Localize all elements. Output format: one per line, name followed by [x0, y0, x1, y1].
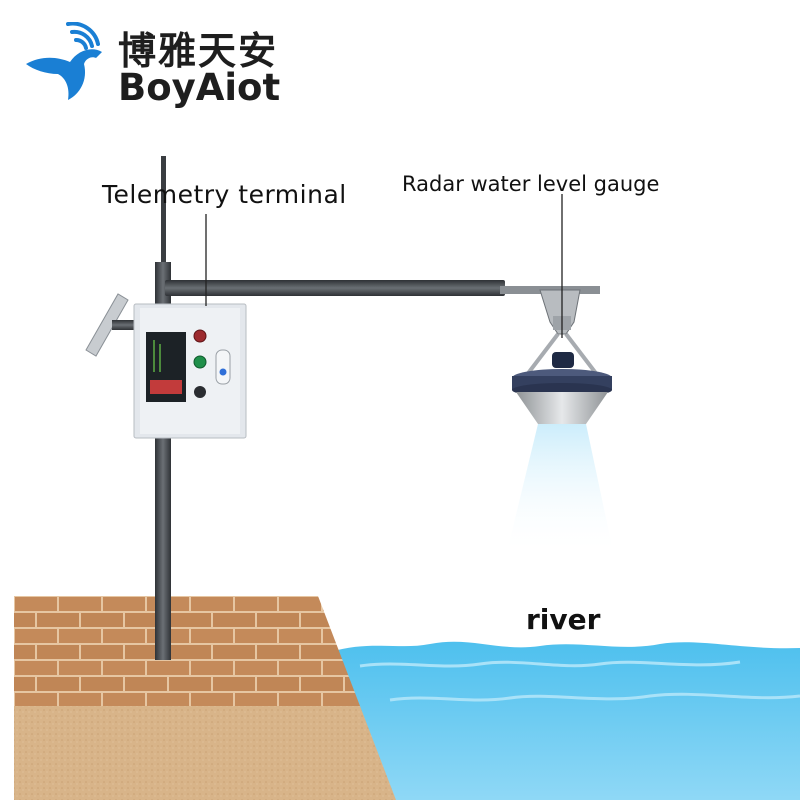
bird-body [26, 49, 102, 100]
horizontal-arm [165, 280, 505, 296]
key-switch-dot [219, 368, 227, 376]
radar-gauge-label: Radar water level gauge [402, 172, 660, 196]
gauge-cable-box [552, 352, 574, 368]
river-label: river [526, 603, 601, 636]
brand-name-cn: 博雅天安 [118, 29, 279, 73]
antenna-rod [161, 156, 166, 266]
soil-bank [14, 706, 396, 800]
lcd-digits [150, 380, 182, 394]
brand-name-en: BoyAiot [118, 66, 281, 109]
wifi-arc-1 [74, 38, 88, 50]
wave-line-2 [389, 692, 800, 702]
knob-icon [194, 386, 206, 398]
river-water [330, 641, 800, 800]
indicator-red-icon [193, 329, 207, 343]
indicator-green-icon [193, 355, 207, 369]
gauge-hanger-right [564, 332, 600, 378]
gauge-hanger-left [524, 332, 560, 378]
gauge-cone [516, 392, 608, 424]
wave-line-1 [359, 660, 741, 668]
brick-wall [14, 596, 360, 706]
key-switch [215, 349, 231, 385]
radar-beam [506, 424, 614, 556]
wifi-arc-3 [66, 22, 100, 46]
solar-panel [85, 293, 129, 357]
telemetry-terminal-label: Telemetry terminal [102, 180, 347, 209]
logo-bird-icon [26, 22, 102, 100]
wifi-arc-2 [70, 29, 94, 48]
